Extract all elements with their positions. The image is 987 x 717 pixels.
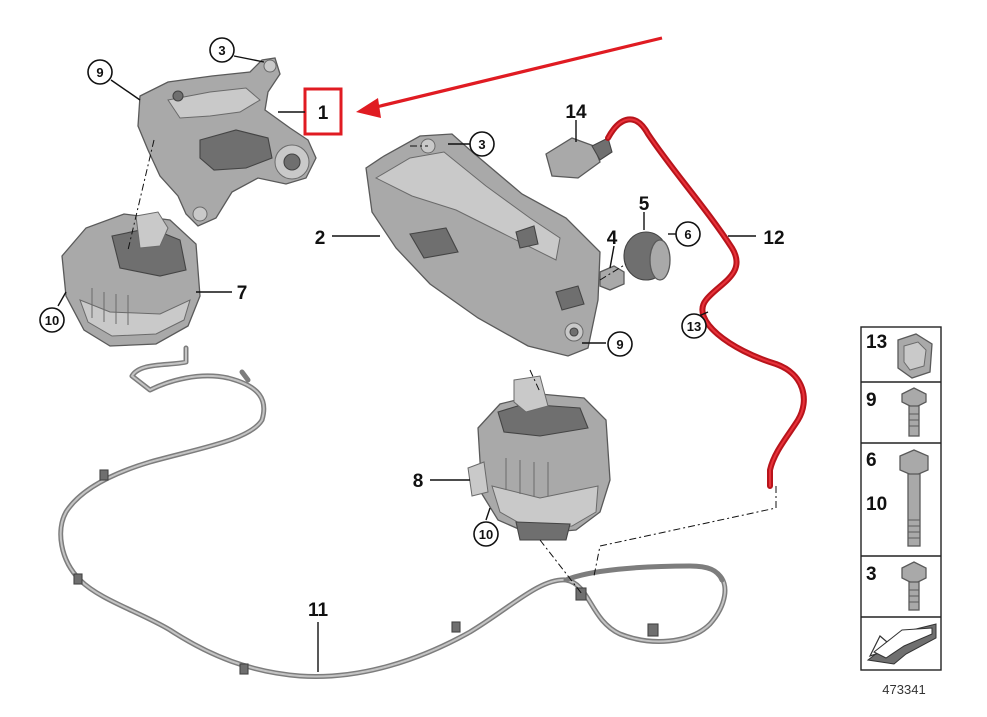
highlight-arrow	[356, 36, 663, 118]
callout-10-left: 10	[39, 307, 65, 333]
legend-label-3: 3	[866, 564, 877, 585]
callout-3-top-text: 3	[218, 43, 225, 58]
vacuum-line-gray	[58, 345, 728, 679]
leader-lines	[57, 55, 756, 672]
callout-10-right: 10	[473, 521, 499, 547]
callout-6-text: 6	[684, 227, 691, 242]
legend-label-13: 13	[866, 332, 887, 353]
reference-number: 473341	[882, 682, 925, 697]
callout-4: 4	[607, 228, 618, 249]
callout-labels: 9 3 3 10 6 9 13 10 1	[39, 37, 785, 621]
callout-12: 12	[763, 228, 784, 249]
support-bracket-plate	[365, 133, 601, 357]
long-bolt-icon	[899, 449, 929, 547]
direction-arrow-icon	[866, 623, 937, 665]
engine-mount-right	[467, 375, 611, 541]
callout-8: 8	[413, 471, 424, 492]
callout-9-top: 9	[87, 59, 113, 85]
callout-14: 14	[565, 102, 587, 123]
callout-13: 13	[681, 313, 707, 339]
callout-13-text: 13	[687, 319, 701, 334]
callout-11: 11	[308, 600, 329, 621]
damper	[623, 231, 671, 281]
callout-3-top: 3	[209, 37, 235, 63]
callout-10-left-text: 10	[45, 313, 59, 328]
engine-mount-left	[61, 211, 201, 347]
vacuum-hose-red	[605, 116, 807, 489]
assembly-lines	[127, 139, 777, 595]
callout-1: 1	[318, 103, 329, 124]
callout-7: 7	[237, 283, 248, 304]
callout-10-right-text: 10	[479, 527, 493, 542]
sensor	[545, 137, 613, 179]
callout-9-plate: 9	[607, 331, 633, 357]
legend-label-6: 6	[866, 450, 877, 471]
callout-5: 5	[639, 194, 650, 215]
engine-mount-bracket	[137, 57, 317, 227]
callout-6: 6	[675, 221, 701, 247]
clip-nut-icon	[897, 333, 933, 379]
callout-9-plate-text: 9	[616, 337, 623, 352]
flange-bolt-icon	[901, 561, 927, 611]
hardware-legend: 13 9 6 10 3	[860, 326, 942, 671]
short-bolt-icon	[901, 387, 927, 437]
legend-label-10: 10	[866, 494, 887, 515]
bushing	[599, 265, 625, 291]
callout-3-plate: 3	[469, 131, 495, 157]
callout-3-plate-text: 3	[478, 137, 485, 152]
callout-9-top-text: 9	[96, 65, 103, 80]
callout-2: 2	[315, 228, 326, 249]
legend-label-9: 9	[866, 390, 877, 411]
